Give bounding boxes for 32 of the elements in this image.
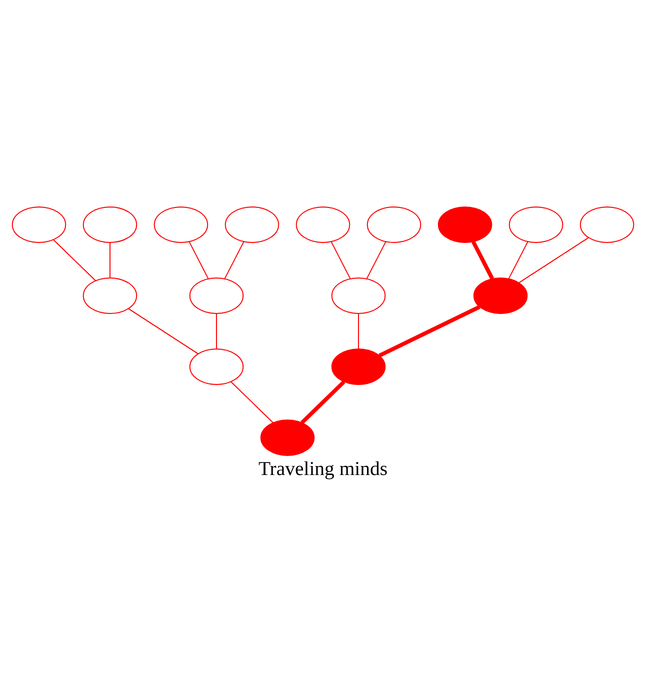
connector (330, 241, 351, 280)
connector (508, 241, 528, 280)
connector (518, 237, 590, 284)
connector (378, 305, 480, 358)
node-ellipse (296, 206, 350, 243)
connector (300, 380, 346, 424)
node-ellipse (331, 348, 386, 385)
connector (366, 241, 386, 280)
node-ellipse (473, 277, 528, 314)
node-ellipse (366, 206, 422, 243)
connector (224, 241, 244, 280)
node-ellipse (154, 206, 208, 243)
connector (358, 313, 359, 350)
diagram-title: Traveling minds (258, 458, 388, 480)
node-ellipse (438, 206, 492, 243)
node-ellipse (508, 206, 564, 243)
node-ellipse (12, 206, 66, 243)
node-ellipse (260, 419, 315, 456)
node-ellipse (331, 277, 386, 314)
node-ellipse (580, 206, 634, 243)
connector (216, 313, 217, 350)
connector (109, 242, 110, 278)
connector (188, 241, 209, 280)
connector (230, 381, 274, 424)
node-ellipse (189, 348, 244, 385)
node-ellipse (82, 206, 138, 243)
connector (53, 239, 96, 282)
node-ellipse (82, 277, 138, 314)
node-ellipse (189, 277, 244, 314)
connector (128, 308, 198, 354)
connector (471, 240, 494, 280)
node-ellipse (224, 206, 280, 243)
